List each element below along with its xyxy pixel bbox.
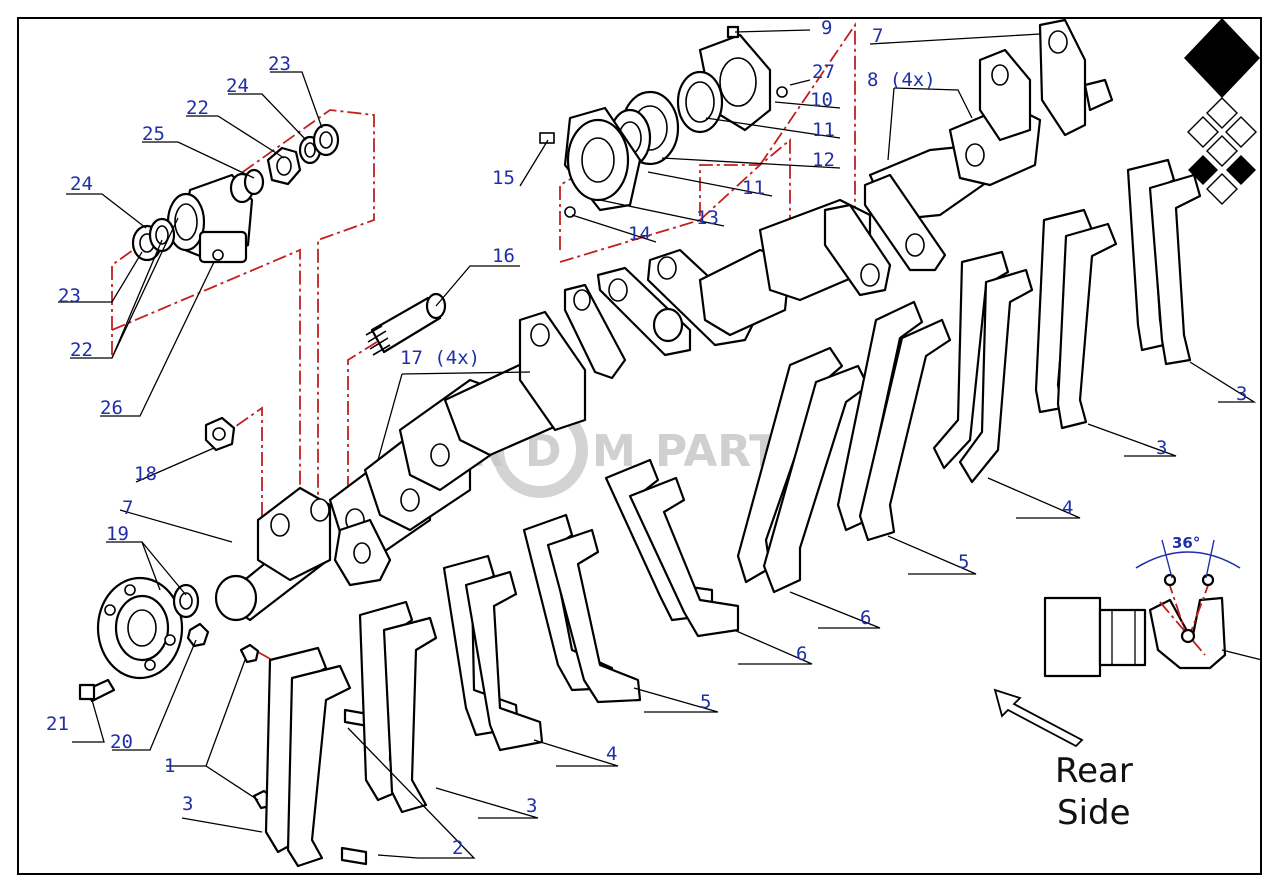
callout-1: 1 bbox=[164, 755, 175, 777]
crankshaft-upper bbox=[563, 18, 1114, 380]
knife-plates bbox=[264, 158, 1202, 868]
callout-4-lower: 4 bbox=[606, 743, 617, 765]
callout-labels: 9 7 27 8 (4x) 10 11 12 11 13 14 15 16 17… bbox=[46, 17, 1247, 859]
drawing-frame bbox=[17, 17, 1262, 875]
callout-16: 16 bbox=[492, 245, 515, 267]
callout-18: 18 bbox=[134, 463, 157, 485]
callout-11-bottom: 11 bbox=[742, 177, 765, 199]
callout-6-lower: 6 bbox=[796, 643, 807, 665]
callout-9: 9 bbox=[821, 17, 832, 39]
angle-label: 36° bbox=[1172, 534, 1200, 552]
callout-3-lower: 3 bbox=[526, 795, 537, 817]
callout-15: 15 bbox=[492, 167, 515, 189]
callout-3-upper: 3 bbox=[1156, 437, 1167, 459]
callout-3-lower-left: 3 bbox=[182, 793, 193, 815]
bearing-housing-26 bbox=[166, 172, 255, 264]
ring-set-left bbox=[131, 123, 340, 262]
callout-12: 12 bbox=[812, 149, 835, 171]
brand-logo bbox=[1184, 18, 1260, 205]
callout-25: 25 bbox=[142, 123, 165, 145]
callout-8: 8 (4x) bbox=[867, 69, 936, 91]
callout-23-left: 23 bbox=[58, 285, 81, 307]
callout-4-upper: 4 bbox=[1062, 497, 1073, 519]
bearing-flange-assembly bbox=[539, 25, 788, 218]
side-label: Side bbox=[1057, 793, 1131, 833]
callout-10: 10 bbox=[810, 89, 833, 111]
callout-7-bottom: 7 bbox=[122, 497, 133, 519]
callout-5-lower: 5 bbox=[700, 691, 711, 713]
callout-11-top: 11 bbox=[812, 119, 835, 141]
callout-19: 19 bbox=[106, 523, 129, 545]
callout-20: 20 bbox=[110, 731, 133, 753]
crankshaft-lower bbox=[214, 310, 587, 622]
callout-22-top: 22 bbox=[186, 97, 209, 119]
callout-26: 26 bbox=[100, 397, 123, 419]
callout-23-top: 23 bbox=[268, 53, 291, 75]
callout-6-upper: 6 bbox=[860, 607, 871, 629]
angle-inset-view: 36° bbox=[1043, 534, 1263, 678]
shaft-16 bbox=[365, 292, 447, 356]
callout-21: 21 bbox=[46, 713, 69, 735]
callout-3-far-right: 3 bbox=[1236, 383, 1247, 405]
leader-lines bbox=[58, 29, 1257, 859]
callout-13: 13 bbox=[696, 207, 719, 229]
callout-17: 17 (4x) bbox=[400, 347, 480, 369]
callout-24-top: 24 bbox=[226, 75, 249, 97]
callout-5-upper: 5 bbox=[958, 551, 969, 573]
callout-24-left: 24 bbox=[70, 173, 93, 195]
callout-14: 14 bbox=[628, 223, 651, 245]
flange-19-hardware bbox=[78, 416, 370, 866]
rear-side-arrow: Rear Side bbox=[993, 688, 1133, 833]
callout-7-top: 7 bbox=[872, 25, 883, 47]
callout-22-left: 22 bbox=[70, 339, 93, 361]
rear-label: Rear bbox=[1055, 751, 1133, 791]
callout-2: 2 bbox=[452, 837, 463, 859]
callout-27: 27 bbox=[812, 61, 835, 83]
